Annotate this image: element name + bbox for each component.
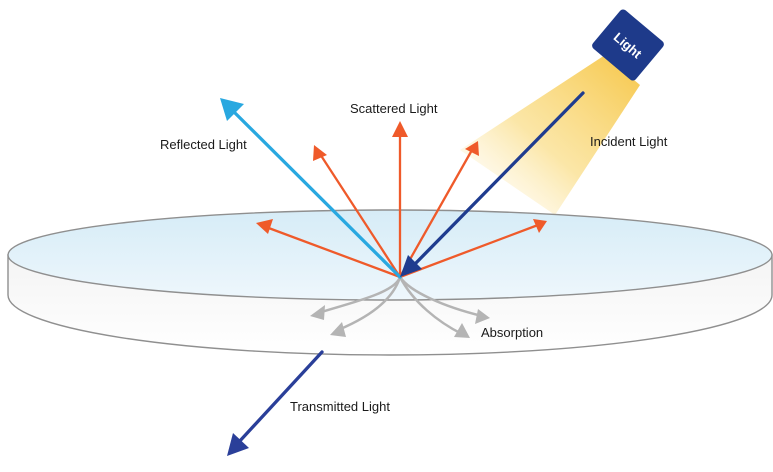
light-source-box xyxy=(592,9,664,81)
absorption-arrowhead-4 xyxy=(475,309,490,324)
scattered-light-label: Scattered Light xyxy=(350,101,438,116)
absorption-arrows xyxy=(316,275,484,336)
incident-light-arrowhead xyxy=(400,255,422,277)
absorption-arrowhead-2 xyxy=(330,322,346,337)
sample-disc xyxy=(7,209,773,356)
scattered-arrowhead-up xyxy=(392,121,408,137)
scattered-heads xyxy=(256,121,547,234)
light-beam xyxy=(460,55,640,215)
scattered-arrow-upper-right xyxy=(398,148,474,279)
absorption-arrow-4 xyxy=(398,275,484,318)
absorption-heads xyxy=(310,305,490,338)
reflected-light-arrow xyxy=(228,106,402,279)
scattered-arrowhead-upper-left xyxy=(313,145,327,161)
absorption-arrowhead-1 xyxy=(310,305,325,320)
transmitted-light-arrow xyxy=(236,350,324,445)
reflected-light-label: Reflected Light xyxy=(160,137,247,152)
transmitted-light-label: Transmitted Light xyxy=(290,399,390,414)
scattered-arrows xyxy=(264,129,540,279)
scattered-arrow-upper-left xyxy=(318,152,402,279)
scattered-arrowhead-upper-right xyxy=(465,141,479,156)
incident-light-label: Incident Light xyxy=(590,134,668,149)
absorption-arrow-3 xyxy=(398,275,464,336)
incident-light-arrow xyxy=(411,91,585,268)
disc-top xyxy=(7,209,773,301)
scattered-arrow-left xyxy=(264,225,402,279)
scattered-arrow-right xyxy=(398,223,540,279)
absorption-label: Absorption xyxy=(481,325,543,340)
reflected-light-arrowhead xyxy=(220,98,244,121)
light-source-icon: Light xyxy=(592,9,664,81)
absorption-arrowhead-3 xyxy=(454,323,470,338)
scattered-arrowhead-right xyxy=(533,219,547,233)
absorption-arrow-2 xyxy=(336,275,402,332)
scattered-arrowhead-left xyxy=(256,219,273,234)
transmitted-light-arrowhead xyxy=(227,433,249,456)
